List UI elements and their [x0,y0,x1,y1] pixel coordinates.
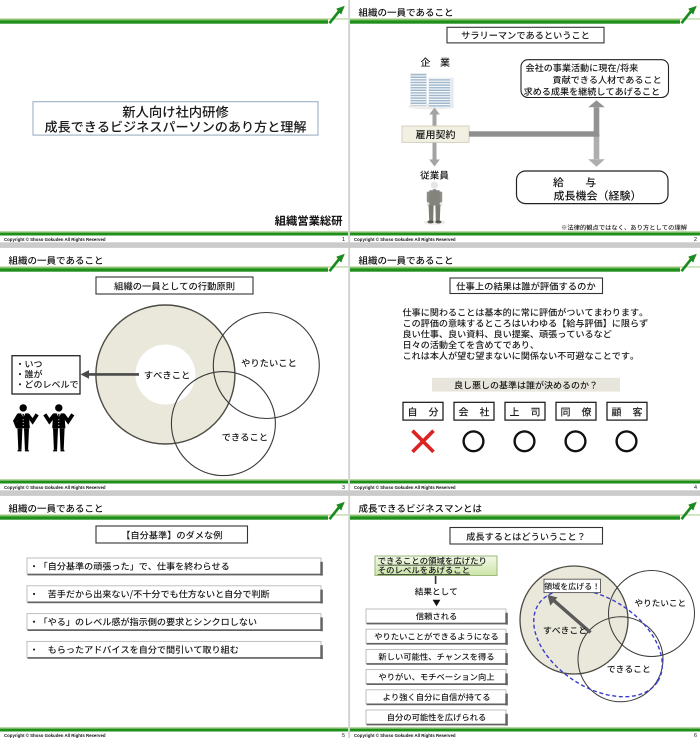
svg-text:Copyright © Shoso Gokuden All: Copyright © Shoso Gokuden All Rights Res… [354,237,456,242]
svg-text:5: 5 [342,733,345,738]
svg-text:6: 6 [694,733,697,738]
svg-text:Copyright © Shoso Gokuden All: Copyright © Shoso Gokuden All Rights Res… [4,485,106,490]
svg-text:Copyright © Shoso Gokuden All: Copyright © Shoso Gokuden All Rights Res… [4,733,106,738]
svg-text:1: 1 [342,237,345,243]
svg-text:2: 2 [694,237,697,243]
svg-text:4: 4 [694,485,697,491]
svg-text:Copyright © Shoso Gokuden All: Copyright © Shoso Gokuden All Rights Res… [354,485,456,490]
svg-text:3: 3 [342,485,345,491]
svg-text:Copyright © Shoso Gokuden All: Copyright © Shoso Gokuden All Rights Res… [354,733,456,738]
svg-text:Copyright © Shoso Gokuden All: Copyright © Shoso Gokuden All Rights Res… [4,237,106,242]
